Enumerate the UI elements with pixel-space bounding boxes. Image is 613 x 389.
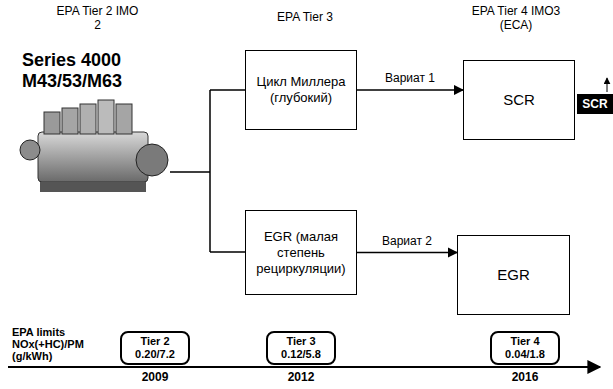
standard-label: EPA Tier 2 IMO 2 bbox=[55, 4, 140, 32]
node-text: 0.20/7.2 bbox=[135, 348, 175, 361]
process-box: EGR (малая степень рециркуляции) bbox=[245, 210, 357, 295]
node-text: SCR bbox=[503, 92, 535, 108]
branch-line bbox=[170, 90, 245, 252]
engine-block bbox=[38, 132, 148, 182]
node-text: 0.04/1.8 bbox=[505, 348, 545, 361]
limit-box: Tier 20.20/7.2 bbox=[120, 331, 190, 365]
node-text: EGR bbox=[497, 267, 530, 283]
standard-label: EPA Tier 4 IMO3 (ECA) bbox=[470, 4, 562, 32]
node-text: 0.12/5.8 bbox=[281, 348, 321, 361]
edge-label: Вариат 1 bbox=[383, 71, 437, 85]
arrow-connector bbox=[357, 252, 457, 254]
limit-box: Tier 30.12/5.8 bbox=[266, 331, 336, 365]
node-text: Tier 4 bbox=[510, 335, 539, 348]
year-label: 2009 bbox=[125, 370, 185, 384]
small-arrow bbox=[607, 78, 608, 92]
engine-cylinder bbox=[62, 108, 78, 134]
engine-turbo bbox=[20, 140, 40, 160]
tag-box: SCR bbox=[577, 94, 613, 114]
node-text: Tier 3 bbox=[286, 335, 315, 348]
engine-cylinder bbox=[116, 104, 132, 134]
process-box: EGR bbox=[457, 235, 570, 315]
node-text: Tier 2 bbox=[140, 335, 169, 348]
arrow-connector bbox=[357, 89, 463, 91]
engine-label: Series 4000 M43/53/M63 bbox=[22, 50, 162, 92]
process-box: SCR bbox=[463, 60, 575, 140]
engine-cylinder bbox=[98, 100, 114, 134]
node-text: Цикл Миллера (глубокий) bbox=[252, 74, 350, 106]
limit-box: Tier 40.04/1.8 bbox=[490, 331, 560, 365]
axis-label: EPA limits NOx(+HC)/PM (g/kWh) bbox=[12, 326, 102, 362]
engine-base bbox=[40, 182, 146, 192]
year-label: 2012 bbox=[271, 370, 331, 384]
process-box: Цикл Миллера (глубокий) bbox=[245, 50, 357, 130]
standard-label: EPA Tier 3 bbox=[250, 10, 360, 24]
timeline-arrow bbox=[8, 366, 600, 368]
node-text: SCR bbox=[582, 97, 607, 111]
engine-flywheel bbox=[136, 144, 168, 176]
node-text: EGR (малая степень рециркуляции) bbox=[252, 229, 350, 277]
year-label: 2016 bbox=[495, 370, 555, 384]
engine-cylinder bbox=[44, 112, 60, 134]
engine-cylinder bbox=[80, 104, 96, 134]
edge-label: Вариат 2 bbox=[380, 234, 434, 248]
